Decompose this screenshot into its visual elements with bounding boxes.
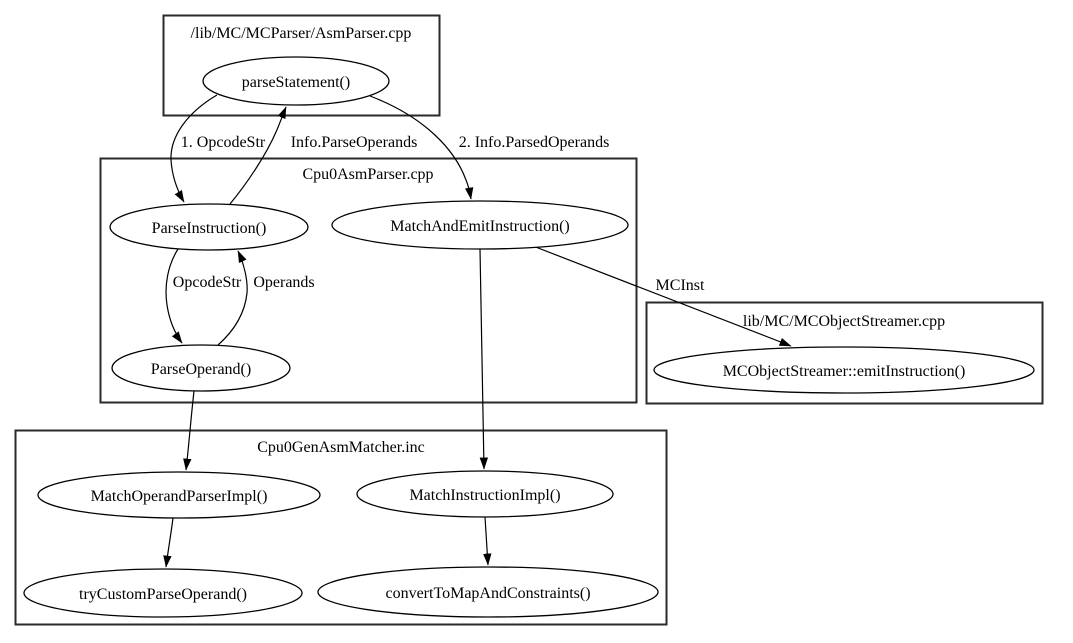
edge-matchandemit-to-emitinstruction [532,245,792,347]
node-match-operand-parser-impl: MatchOperandParserImpl() [37,471,321,519]
cluster-asm-parser: /lib/MC/MCParser/AsmParser.cpp [162,14,441,117]
node-match-instruction-impl: MatchInstructionImpl() [356,470,614,518]
node-match-and-emit-instruction-shape [331,200,629,250]
cluster-asm-parser-box [162,14,441,117]
cluster-mc-object-streamer-box [645,301,1044,405]
edge-parseinstruction-to-parseoperand [165,248,183,344]
node-convert-to-map-and-constraints: convertToMapAndConstraints() [317,566,659,618]
edge-parsestatement-to-parseinstruction [170,94,218,203]
node-parse-operand: ParseOperand() [111,344,291,392]
node-match-and-emit-instruction-label: MatchAndEmitInstruction() [390,218,570,235]
edge-parsestatement-to-matchandemit [369,95,474,200]
cluster-cpu0-asm-parser: Cpu0AsmParser.cpp [99,157,638,404]
edge-label-opcodestr-1: 1. OpcodeStr [181,134,266,151]
node-parse-instruction-shape [109,203,309,251]
edge-matchandemit-to-matchinstructionimpl [479,248,489,470]
edge-parseoperand-to-parseinstruction [217,250,248,346]
edge-matchoperandparserimpl-to-trycustomparseoperand [163,517,174,568]
node-parse-instruction: ParseInstruction() [109,203,309,251]
cluster-cpu0-gen-matcher-title: Cpu0GenAsmMatcher.inc [257,439,425,456]
edge-label-info-parseoperands: Info.ParseOperands [291,134,418,151]
node-match-operand-parser-impl-label: MatchOperandParserImpl() [91,488,268,505]
cluster-cpu0-gen-matcher: Cpu0GenAsmMatcher.inc [14,429,668,626]
node-emit-instruction-shape [653,346,1035,394]
edge-label-operands: Operands [253,274,314,291]
node-try-custom-parse-operand-label: tryCustomParseOperand() [79,586,247,603]
node-match-operand-parser-impl-shape [37,471,321,519]
cluster-asm-parser-title: /lib/MC/MCParser/AsmParser.cpp [191,25,412,42]
node-parse-operand-label: ParseOperand() [151,361,251,378]
node-parse-statement: parseStatement() [202,56,390,106]
cluster-cpu0-asm-parser-box [99,157,638,404]
node-parse-statement-label: parseStatement() [242,74,350,91]
node-emit-instruction: MCObjectStreamer::emitInstruction() [653,346,1035,394]
cluster-mc-object-streamer: lib/MC/MCObjectStreamer.cpp [645,301,1044,405]
cluster-cpu0-gen-matcher-box [14,429,668,626]
node-match-instruction-impl-label: MatchInstructionImpl() [409,487,560,504]
node-parse-instruction-label: ParseInstruction() [152,220,267,237]
edge-label-info-parsedoperands: 2. Info.ParsedOperands [459,134,610,151]
node-convert-to-map-and-constraints-label: convertToMapAndConstraints() [385,585,590,602]
edge-label-opcodestr-2: OpcodeStr [173,274,242,291]
node-try-custom-parse-operand-shape [23,568,303,618]
node-try-custom-parse-operand: tryCustomParseOperand() [23,568,303,618]
node-parse-operand-shape [111,344,291,392]
edge-label-mcinst: MCInst [656,277,705,294]
node-match-instruction-impl-shape [356,470,614,518]
node-convert-to-map-and-constraints-shape [317,566,659,618]
cluster-mc-object-streamer-title: lib/MC/MCObjectStreamer.cpp [743,313,945,330]
node-parse-statement-shape [202,56,390,106]
edge-parseoperand-to-matchoperandparserimpl [183,390,195,471]
node-match-and-emit-instruction: MatchAndEmitInstruction() [331,200,629,250]
edge-matchinstructionimpl-to-converttomap [483,516,492,566]
node-emit-instruction-label: MCObjectStreamer::emitInstruction() [723,363,966,380]
edge-parseinstruction-to-parsestatement [229,106,287,205]
cluster-cpu0-asm-parser-title: Cpu0AsmParser.cpp [302,166,433,183]
